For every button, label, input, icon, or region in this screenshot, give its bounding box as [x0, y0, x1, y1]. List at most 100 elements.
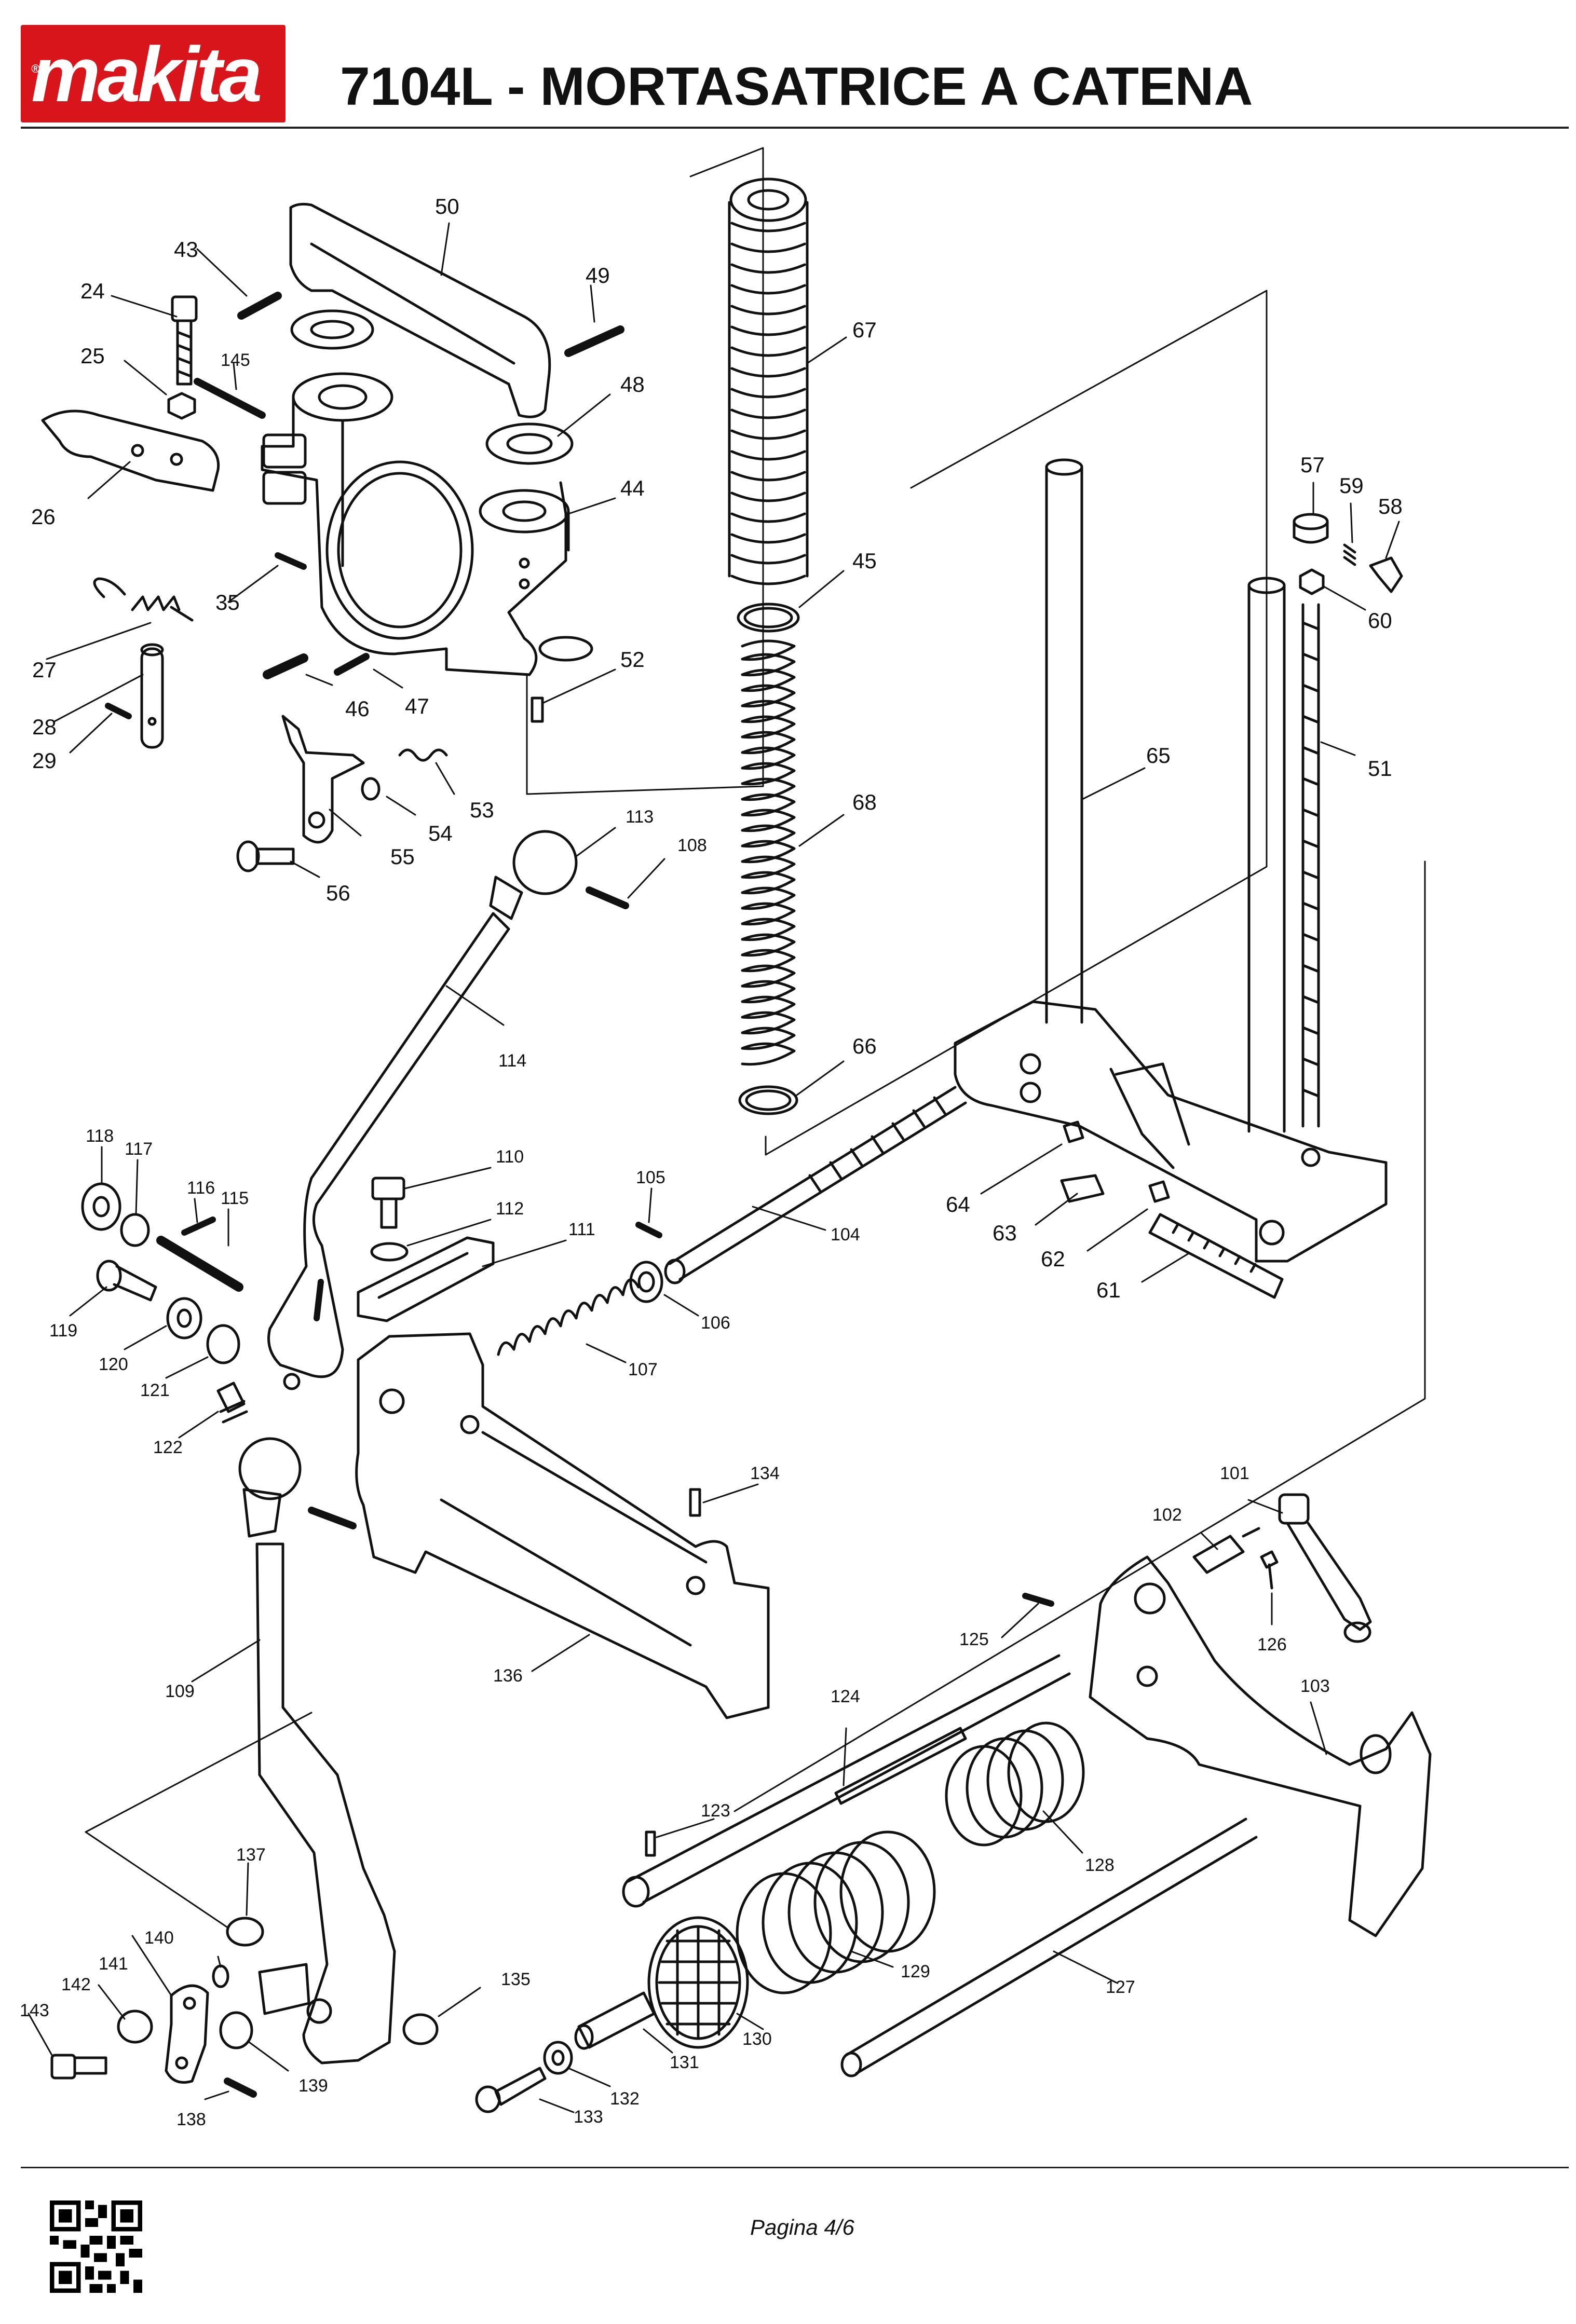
label-67: 67	[852, 318, 877, 342]
label-27: 27	[32, 658, 57, 682]
label-115: 115	[221, 1188, 249, 1208]
label-132: 132	[610, 2089, 640, 2109]
plunger-122	[216, 1382, 248, 1424]
page-number: Pagina 4/6	[750, 2215, 854, 2239]
label-121: 121	[140, 1380, 170, 1400]
label-54: 54	[428, 821, 453, 845]
head-bracket-44	[261, 372, 593, 676]
label-133: 133	[574, 2107, 603, 2127]
label-122: 122	[153, 1438, 183, 1457]
feed-screw-104	[664, 1086, 967, 1284]
bushing-131	[574, 1991, 656, 2050]
washer-48	[485, 422, 574, 465]
screw-126	[1260, 1550, 1279, 1590]
plate-55	[281, 715, 365, 844]
label-63: 63	[993, 1221, 1017, 1245]
label-51: 51	[1368, 756, 1392, 781]
label-59: 59	[1339, 473, 1364, 498]
spring-128	[945, 1721, 1085, 1847]
spring-107	[497, 1278, 640, 1356]
knob	[238, 1437, 302, 1500]
label-130: 130	[742, 2029, 772, 2049]
pin-125	[1022, 1593, 1054, 1607]
label-141: 141	[99, 1954, 128, 1974]
spring-129	[736, 1830, 936, 1994]
bolt-24	[171, 295, 198, 386]
depth-fittings	[1060, 1120, 1284, 1299]
wing-screw-58	[1369, 556, 1403, 593]
washer-135	[402, 2013, 439, 2045]
washer-118	[81, 1182, 121, 1231]
pin-138	[224, 2077, 257, 2098]
label-53: 53	[470, 798, 494, 822]
knob-113	[512, 830, 578, 895]
pin-116	[181, 1216, 216, 1236]
knob-142	[117, 2009, 153, 2044]
slide-136	[355, 1332, 770, 1719]
pin-47	[334, 653, 370, 676]
label-103: 103	[1300, 1676, 1330, 1696]
label-142: 142	[61, 1975, 91, 1994]
lever-26	[41, 409, 220, 492]
screw-102	[1192, 1527, 1260, 1574]
pin-105	[635, 1222, 662, 1238]
label-119: 119	[49, 1321, 77, 1341]
pin-52	[531, 696, 544, 723]
ring-45	[737, 603, 800, 633]
label-35: 35	[215, 590, 240, 614]
label-55: 55	[390, 844, 415, 869]
pin-46	[263, 653, 308, 679]
label-125: 125	[959, 1630, 989, 1649]
shaft-124	[622, 1654, 1071, 1908]
header-rule	[21, 127, 1569, 129]
ring-57	[1293, 513, 1329, 544]
makita-logo: makita ®	[21, 25, 286, 122]
pin-35	[275, 552, 307, 570]
bolt-143	[50, 2054, 107, 2080]
pin-134	[689, 1488, 701, 1517]
label-56: 56	[326, 881, 350, 905]
bushing-121	[206, 1324, 240, 1364]
brand-wordmark: makita	[31, 31, 262, 118]
label-101: 101	[1220, 1464, 1249, 1483]
label-57: 57	[1300, 453, 1325, 477]
label-109: 109	[165, 1682, 195, 1701]
screw-110	[371, 1177, 405, 1229]
label-126: 126	[1257, 1635, 1287, 1655]
label-46: 46	[345, 696, 370, 721]
bushing-137	[226, 1917, 264, 1947]
label-68: 68	[852, 790, 877, 814]
label-131: 131	[670, 2053, 699, 2072]
label-43: 43	[174, 237, 198, 262]
label-124: 124	[831, 1687, 860, 1706]
label-107: 107	[628, 1360, 658, 1379]
label-137: 137	[236, 1845, 266, 1865]
label-24: 24	[80, 279, 105, 303]
label-25: 25	[80, 344, 105, 368]
threaded-rod-51	[1301, 603, 1320, 1128]
label-45: 45	[852, 549, 877, 573]
label-104: 104	[831, 1225, 860, 1245]
label-139: 139	[298, 2076, 328, 2096]
washer-139	[219, 2011, 253, 2049]
column-rear	[1247, 577, 1286, 1133]
nut-60	[1299, 568, 1325, 595]
frame-103	[1089, 1555, 1432, 1937]
label-102: 102	[1152, 1505, 1182, 1525]
washer-106	[629, 1261, 663, 1303]
screw-56	[236, 840, 295, 872]
handle-50	[289, 202, 551, 418]
leader-lines	[28, 222, 1400, 2113]
label-47: 47	[405, 694, 429, 718]
label-113: 113	[626, 807, 654, 827]
label-145: 145	[221, 350, 250, 370]
label-48: 48	[620, 372, 645, 397]
pin-108	[586, 886, 629, 909]
pin-49	[564, 325, 624, 357]
base-frame	[954, 1000, 1388, 1263]
label-135: 135	[501, 1970, 531, 1989]
label-50: 50	[435, 194, 459, 218]
washer	[290, 309, 374, 350]
part-labels: 50 43 49 24 25 145 48 26 44 35 27 46 47 …	[20, 194, 1403, 2129]
